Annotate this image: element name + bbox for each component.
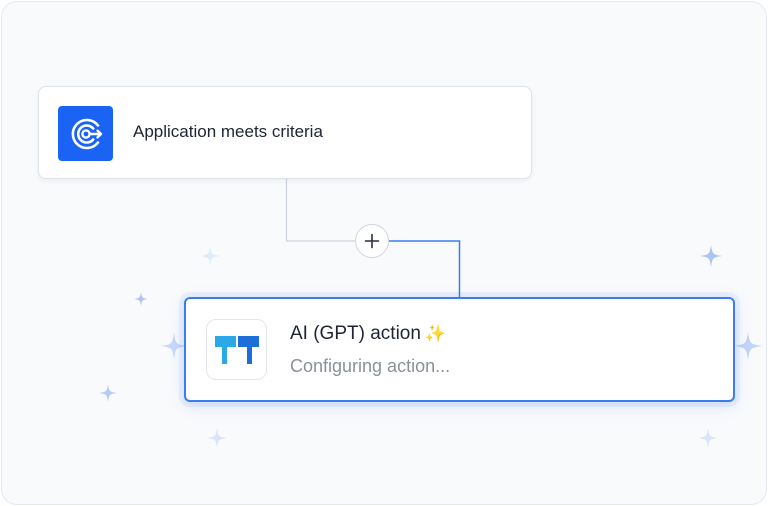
action-card[interactable]: AI (GPT) action✨ Configuring action... — [184, 297, 735, 402]
action-title: AI (GPT) action✨ — [290, 323, 446, 345]
add-step-button[interactable] — [355, 224, 389, 258]
trigger-label: Application meets criteria — [133, 122, 323, 141]
sparkle-icon — [99, 384, 117, 402]
plus-icon — [364, 233, 380, 249]
ai-gpt-logo-icon — [206, 319, 267, 380]
sparkle-icon — [207, 428, 227, 448]
sparkle-icon — [734, 332, 762, 360]
connector-line-top — [285, 179, 355, 242]
sparkle-icon — [200, 246, 220, 266]
sparkle-icon — [700, 245, 722, 267]
criteria-target-icon — [58, 106, 113, 161]
sparkle-icon — [698, 428, 718, 448]
action-title-text: AI (GPT) action — [290, 323, 421, 344]
sparkles-emoji: ✨ — [424, 324, 447, 343]
trigger-card[interactable]: Application meets criteria — [38, 86, 532, 179]
action-status: Configuring action... — [290, 356, 451, 376]
connector-line-bottom — [389, 240, 461, 298]
sparkle-icon — [134, 292, 148, 306]
